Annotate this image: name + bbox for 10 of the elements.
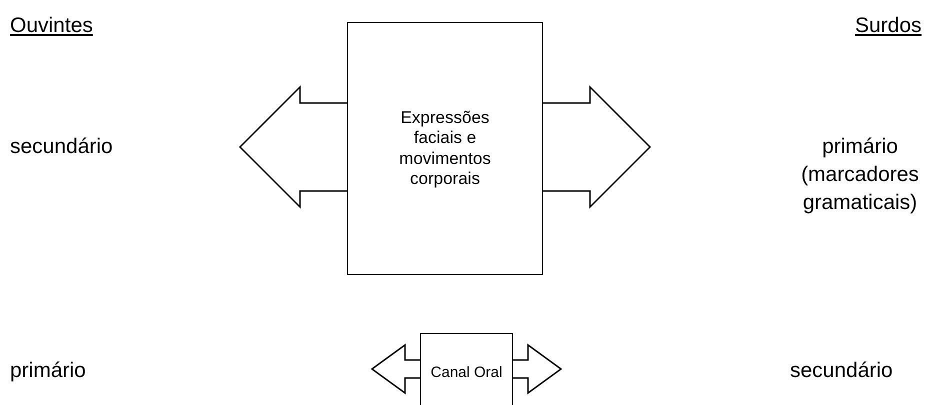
role-label: primário (marcadores gramaticais) <box>800 134 920 216</box>
role-label: primário <box>10 358 87 384</box>
role-label: secundário <box>10 134 114 160</box>
column-heading: Ouvintes <box>10 14 93 38</box>
process-box <box>347 22 543 275</box>
box-text: Canal Oral <box>430 364 504 382</box>
box-text: Expressões faciais e movimentos corporais <box>398 108 492 190</box>
process-box <box>420 333 513 405</box>
column-heading: Surdos <box>855 14 922 38</box>
role-label: secundário <box>790 358 894 384</box>
